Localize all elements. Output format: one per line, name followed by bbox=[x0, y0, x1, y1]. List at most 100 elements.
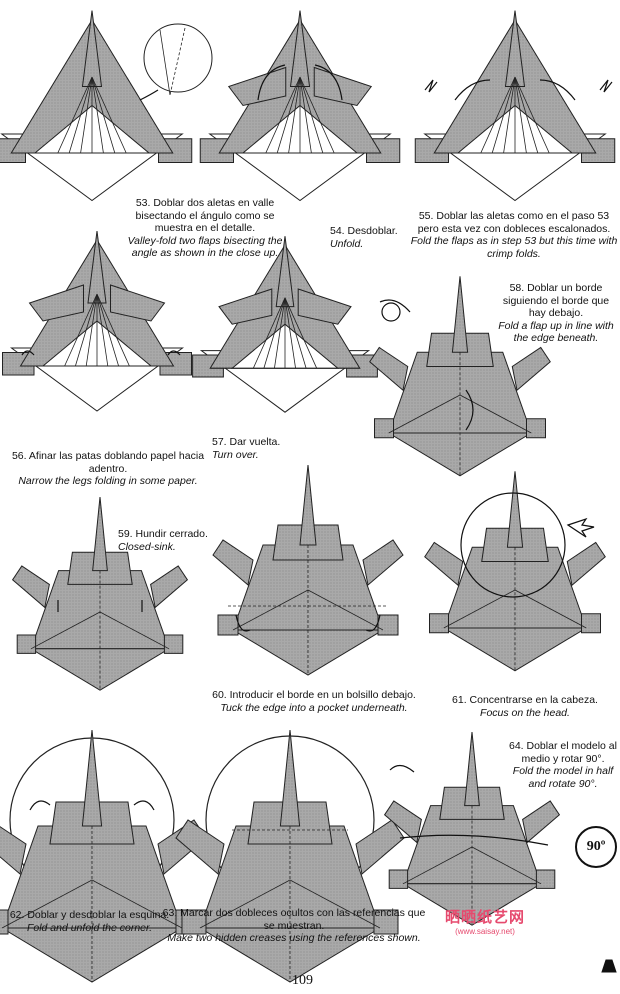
crease bbox=[96, 293, 109, 367]
left-ledge bbox=[388, 869, 409, 889]
crease bbox=[91, 879, 183, 929]
left-flap bbox=[218, 288, 273, 325]
crease bbox=[307, 589, 384, 631]
caption-en: Fold and unfold the corner. bbox=[26, 921, 153, 934]
crease bbox=[64, 293, 98, 367]
crease bbox=[299, 76, 335, 154]
horn bbox=[92, 496, 108, 572]
crease bbox=[491, 76, 516, 154]
crimp-arrow-left bbox=[454, 79, 491, 101]
page-number: 109 bbox=[292, 973, 313, 988]
caption-es: 53. Doblar dos aletas en valle bisectand… bbox=[135, 197, 275, 234]
right-front-leg bbox=[150, 565, 189, 609]
focus-circle bbox=[460, 492, 566, 598]
crease bbox=[274, 297, 286, 369]
zoom-arrow bbox=[566, 517, 595, 538]
corner-arrow-right bbox=[133, 800, 155, 811]
crease bbox=[75, 293, 98, 367]
pointer-arrow bbox=[139, 89, 159, 101]
caption-en: Tuck the edge into a pocket underneath. bbox=[220, 701, 408, 714]
crease bbox=[503, 76, 516, 154]
caption-es: 62. Doblar y desdoblar la esquina. bbox=[9, 909, 170, 921]
left-front-leg bbox=[369, 346, 409, 392]
left-ledge bbox=[374, 418, 394, 439]
unfold-arrow-left bbox=[257, 64, 286, 101]
horn bbox=[506, 471, 524, 548]
figure-step-56 bbox=[2, 230, 192, 412]
caption-es: 57. Dar vuelta. bbox=[212, 436, 281, 448]
tuck-arrow-right bbox=[365, 614, 381, 632]
crease bbox=[96, 293, 130, 367]
crease bbox=[1, 879, 93, 929]
caption-en: Fold a flap up in line with the edge ben… bbox=[498, 319, 614, 345]
crease bbox=[514, 76, 550, 154]
fold-up-arrow bbox=[465, 389, 474, 431]
caption-es: 60. Introducir el borde en un bolsillo d… bbox=[212, 689, 416, 701]
caption-en: Turn over. bbox=[212, 448, 259, 461]
right-flap bbox=[313, 66, 373, 107]
left-ledge bbox=[429, 613, 449, 634]
figure-step-57 bbox=[192, 236, 378, 413]
crease bbox=[299, 76, 312, 154]
caption-step-59: 59. Hundir cerrado. Closed-sink. bbox=[118, 528, 218, 553]
crease bbox=[388, 394, 461, 434]
figure-step-63 bbox=[175, 729, 405, 983]
crease bbox=[263, 297, 286, 369]
left-front-leg bbox=[11, 565, 50, 609]
horn bbox=[451, 276, 469, 353]
turn-over-symbol bbox=[381, 302, 401, 322]
right-flap bbox=[297, 288, 352, 325]
right-front-leg bbox=[522, 800, 561, 844]
caption-step-54: 54. Desdoblar. Unfold. bbox=[330, 225, 410, 250]
half-fold-arrow bbox=[399, 834, 549, 846]
right-ledge bbox=[581, 613, 601, 634]
caption-es: 59. Hundir cerrado. bbox=[118, 528, 208, 540]
caption-step-53: 53. Doblar dos aletas en valle bisectand… bbox=[120, 197, 290, 260]
caption-step-58: 58. Doblar un borde siguiendo el borde q… bbox=[497, 282, 615, 345]
figure-step-61 bbox=[424, 471, 606, 672]
crease bbox=[30, 611, 101, 650]
crease bbox=[299, 76, 324, 154]
caption-es: 56. Afinar las patas doblando papel haci… bbox=[11, 450, 205, 475]
watermark-url: (www.saisay.net) bbox=[455, 927, 515, 936]
crease bbox=[288, 76, 301, 154]
left-ledge bbox=[16, 634, 37, 654]
caption-en: Closed-sink. bbox=[118, 540, 176, 553]
crease bbox=[265, 76, 301, 154]
watermark-text: 晒晒纸艺网 bbox=[444, 909, 525, 926]
crease bbox=[284, 297, 296, 369]
caption-es: 63. Marcar dos dobleces ocultos con las … bbox=[162, 907, 426, 932]
crease bbox=[85, 293, 98, 367]
caption-en: Fold the model in half and rotate 90°. bbox=[512, 765, 614, 790]
right-front-leg bbox=[566, 541, 606, 587]
right-front-leg bbox=[511, 346, 551, 392]
left-front-leg bbox=[212, 539, 254, 586]
corner-silhouette-icon bbox=[601, 959, 617, 973]
crease bbox=[91, 76, 116, 154]
caption-en: Fold the flaps as in step 53 but this ti… bbox=[410, 235, 618, 260]
rotate-90-badge: 90º bbox=[575, 826, 617, 868]
crease bbox=[91, 76, 127, 154]
right-front-leg bbox=[362, 539, 404, 586]
caption-en: Valley-fold two flaps bisecting the angl… bbox=[127, 234, 283, 260]
crease bbox=[276, 76, 301, 154]
caption-en: Focus on the head. bbox=[480, 706, 570, 719]
horn bbox=[299, 464, 317, 546]
crease bbox=[402, 846, 473, 885]
caption-step-56: 56. Afinar las patas doblando papel haci… bbox=[8, 450, 208, 488]
figure-step-60 bbox=[212, 464, 404, 676]
right-ledge bbox=[526, 418, 546, 439]
narrow-arrow-right bbox=[167, 350, 181, 356]
watermark: 晒晒纸艺网 (www.saisay.net) bbox=[430, 906, 540, 936]
caption-en: Narrow the legs folding in some paper. bbox=[18, 475, 198, 487]
left-ledge bbox=[217, 614, 239, 636]
rotate-arrow bbox=[389, 764, 415, 773]
figure-step-59 bbox=[11, 496, 189, 691]
caption-step-55: 55. Doblar las aletas como en el paso 53… bbox=[410, 210, 618, 260]
detail-crease bbox=[159, 29, 171, 96]
right-ledge bbox=[377, 614, 399, 636]
caption-step-64: 64. Doblar el modelo al medio y rotar 90… bbox=[508, 740, 618, 790]
crease bbox=[199, 879, 291, 929]
detail-crease bbox=[169, 27, 186, 96]
